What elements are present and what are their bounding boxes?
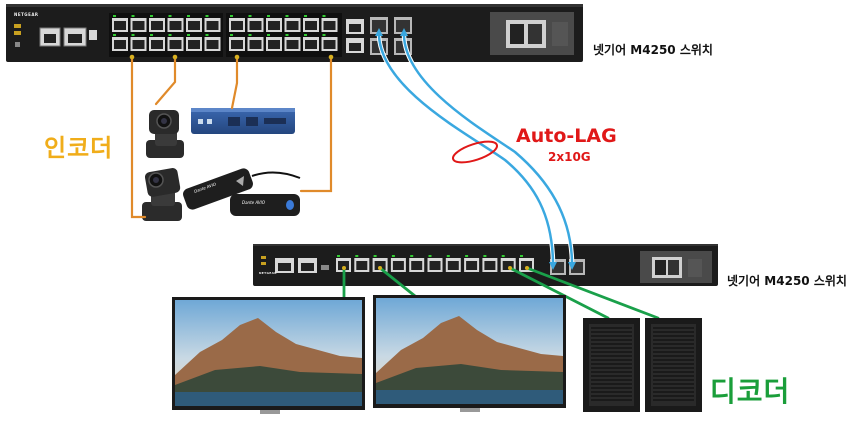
display-1 bbox=[172, 297, 365, 414]
ptz-camera-1 bbox=[146, 110, 184, 158]
switch-top-power-module bbox=[490, 12, 574, 55]
speaker-grille bbox=[591, 327, 694, 401]
encoder-box bbox=[191, 108, 295, 134]
decoder-cable-plugs bbox=[342, 266, 529, 270]
dante-avio-2-label: Dante AVIO bbox=[242, 200, 265, 205]
encoder-cable-4 bbox=[299, 55, 333, 193]
decoder-cable-4 bbox=[525, 266, 660, 320]
encoder-cable-2 bbox=[154, 55, 177, 106]
autolag-title: Auto-LAG bbox=[516, 125, 617, 147]
encoder-label: 인코더 bbox=[44, 134, 114, 162]
encoder-cable-plugs bbox=[129, 54, 334, 60]
decoder-cables bbox=[342, 266, 660, 320]
switch-top-mgmt-ports bbox=[14, 24, 97, 47]
dante-avio-adapter-2 bbox=[230, 171, 301, 216]
lag-cable-1 bbox=[377, 34, 555, 264]
lag-ring bbox=[451, 140, 499, 164]
decoder-label: 디코더 bbox=[710, 375, 791, 408]
switch-bottom-mgmt-ports bbox=[261, 256, 329, 273]
switch-bottom bbox=[253, 244, 718, 286]
encoder-cables bbox=[130, 55, 333, 219]
lag-cable-2 bbox=[402, 34, 574, 264]
autolag-subtitle: 2x10G bbox=[548, 150, 591, 164]
switch-top bbox=[6, 4, 583, 62]
switch-top-label: 넷기어 M4250 스위치 bbox=[593, 43, 713, 57]
decoder-cable-2 bbox=[378, 266, 422, 302]
ptz-camera-2 bbox=[142, 168, 182, 221]
encoder-cable-3 bbox=[230, 55, 239, 110]
lag-cable-ends bbox=[375, 28, 576, 270]
switch-bottom-label: 넷기어 M4250 스위치 bbox=[727, 274, 847, 288]
decoder-cable-3 bbox=[508, 266, 610, 320]
dante-avio-adapter-1 bbox=[183, 168, 253, 210]
switch-bottom-power-module bbox=[640, 251, 712, 283]
switch-top-brand: NETGEAR bbox=[14, 12, 39, 17]
encoder-cable-1 bbox=[130, 55, 147, 219]
switch-bottom-brand: NETGEAR bbox=[259, 271, 277, 275]
display-2 bbox=[373, 295, 566, 412]
lag-cables bbox=[376, 33, 575, 265]
switch-top-extra-ports bbox=[346, 19, 364, 53]
